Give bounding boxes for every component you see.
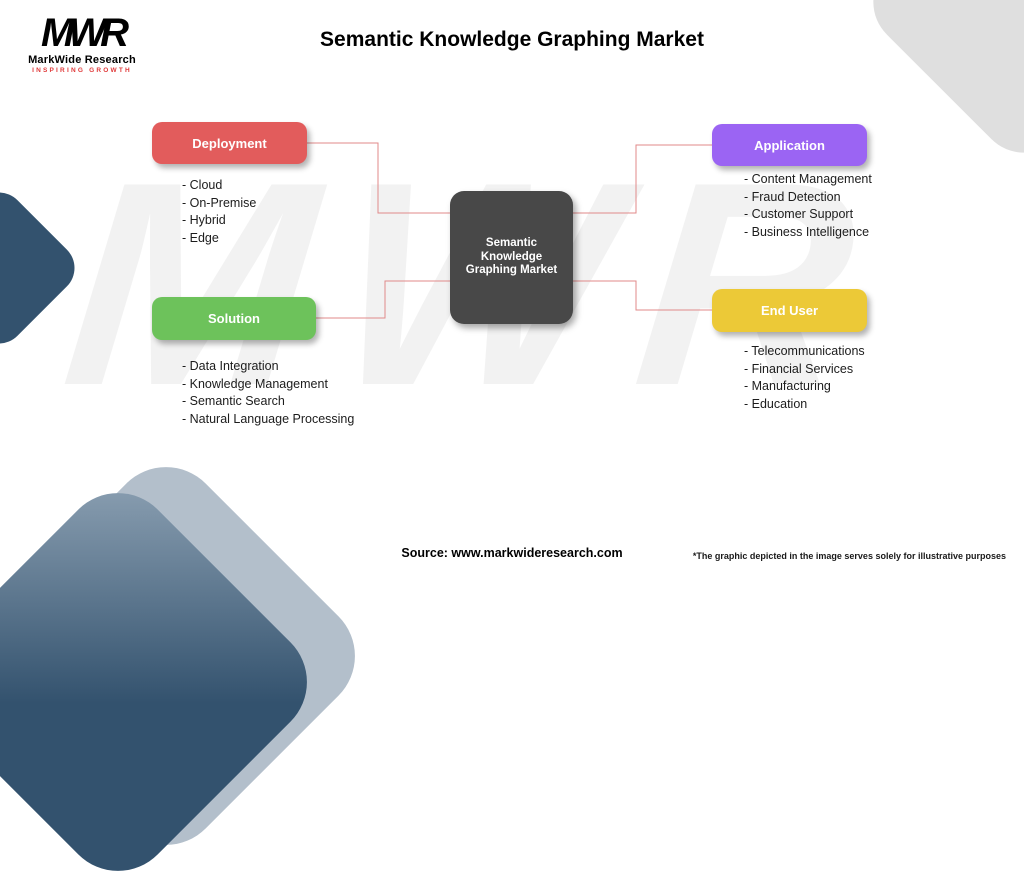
list-item: - Fraud Detection xyxy=(744,189,841,204)
disclaimer-text: *The graphic depicted in the image serve… xyxy=(692,551,1006,561)
deployment-box: Deployment xyxy=(152,122,307,164)
list-item: - Customer Support xyxy=(744,207,854,221)
source-link: Source: www.markwideresearch.com xyxy=(401,546,623,560)
list-item: - Telecommunications xyxy=(744,344,865,358)
list-item: - On-Premise xyxy=(182,195,257,210)
list-item: - Business Intelligence xyxy=(744,224,870,239)
markwide-logo: MWR MarkWide Research INSPIRING GROWTH xyxy=(22,12,142,74)
logo-mwr-mark: MWR xyxy=(41,11,129,55)
page-title: Semantic Knowledge Graphing Market xyxy=(320,28,704,51)
list-item: - Content Management xyxy=(744,172,872,186)
list-item: - Data Integration xyxy=(182,359,279,373)
central-node: Semantic Knowledge Graphing Market xyxy=(450,191,573,324)
application-box: Application xyxy=(712,124,867,166)
list-item: - Financial Services xyxy=(744,361,854,376)
list-item: - Semantic Search xyxy=(182,394,285,408)
connector-solution xyxy=(316,280,450,319)
list-item: - Cloud xyxy=(182,178,223,192)
connector-application xyxy=(573,144,713,214)
connector-enduser xyxy=(573,280,713,311)
application-list: - Content Management - Fraud Detection -… xyxy=(744,173,872,243)
list-item: - Education xyxy=(744,396,808,411)
solution-list: - Data Integration - Knowledge Managemen… xyxy=(182,360,354,430)
logo-tagline: INSPIRING GROWTH xyxy=(32,67,132,74)
deployment-list: - Cloud - On-Premise - Hybrid - Edge xyxy=(182,179,256,249)
solution-box: Solution xyxy=(152,297,316,340)
list-item: - Natural Language Processing xyxy=(182,411,355,426)
enduser-box: End User xyxy=(712,289,867,332)
connector-deployment xyxy=(307,142,450,214)
logo-company-name: MarkWide Research xyxy=(28,54,136,66)
connector-lines xyxy=(307,142,713,319)
enduser-list: - Telecommunications - Financial Service… xyxy=(744,345,865,415)
list-item: - Hybrid xyxy=(182,213,226,227)
list-item: - Edge xyxy=(182,230,219,245)
list-item: - Manufacturing xyxy=(744,379,831,393)
list-item: - Knowledge Management xyxy=(182,376,328,391)
